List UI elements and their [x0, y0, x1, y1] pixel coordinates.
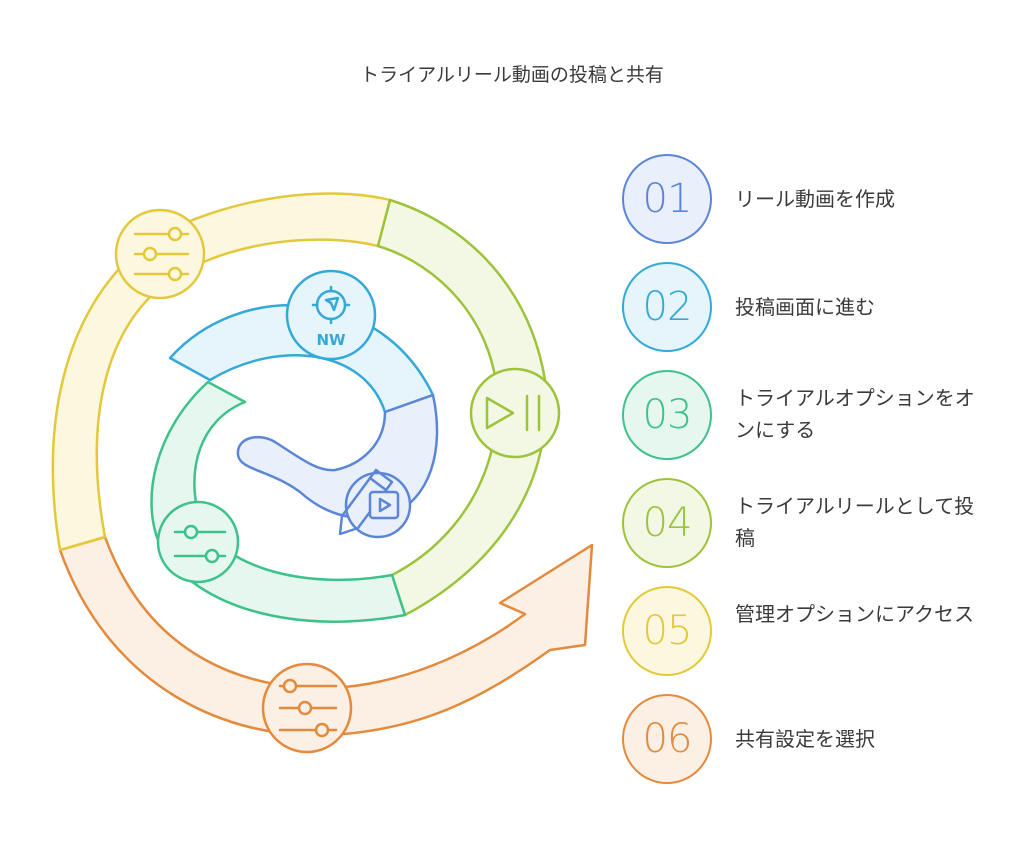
- step-label: 投稿画面に進む: [735, 295, 875, 319]
- step-number-badge: 06: [622, 694, 712, 784]
- step-number: 04: [642, 500, 693, 546]
- step-label: トライアルオプションをオンにする: [735, 386, 975, 442]
- play-pause-icon: [485, 394, 541, 432]
- segment-post-screen: [168, 269, 435, 414]
- diagram-title: トライアルリール動画の投稿と共有: [360, 64, 664, 86]
- segment-create-reel: [236, 393, 439, 539]
- step-number: 06: [642, 716, 693, 762]
- step-number: 01: [642, 176, 693, 222]
- step-label: リール動画を作成: [735, 187, 895, 211]
- step-label: 共有設定を選択: [735, 727, 875, 751]
- badge-nw: NW: [316, 331, 346, 349]
- step-number-badge: 03: [622, 370, 712, 460]
- sliders-icon: [173, 524, 227, 564]
- step-label: 管理オプションにアクセス: [735, 602, 974, 626]
- sliders-icon: [133, 226, 190, 282]
- step-number: 03: [642, 392, 693, 438]
- step-number-badge: 02: [622, 262, 712, 352]
- pencil-video-icon: [338, 468, 400, 536]
- step-number-badge: 04: [622, 478, 712, 568]
- segment-share-settings: [58, 535, 594, 754]
- compass-icon: [311, 285, 351, 325]
- step-number-badge: 01: [622, 154, 712, 244]
- step-number-badge: 05: [622, 586, 712, 676]
- sliders-icon: [278, 678, 338, 738]
- step-number: 05: [642, 608, 693, 654]
- step-number: 02: [642, 284, 693, 330]
- step-label: トライアルリールとして投稿: [735, 494, 975, 550]
